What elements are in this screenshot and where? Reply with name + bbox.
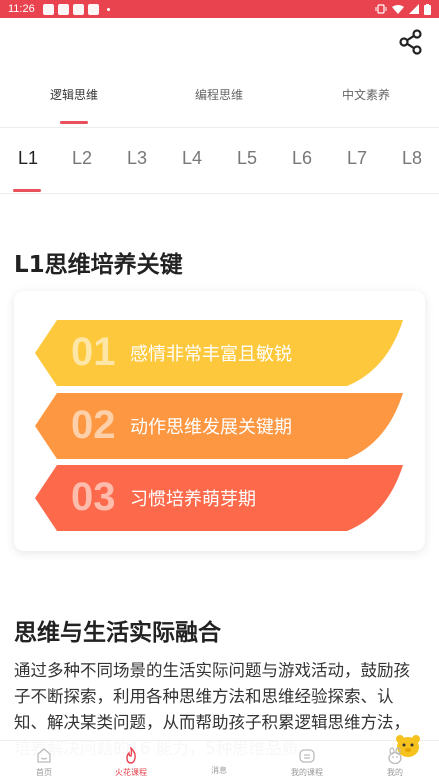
nav-messages[interactable]: 消息 (189, 735, 420, 776)
nav-label: 首页 (36, 768, 52, 777)
category-tabs: 逻辑思维 编程思维 中文素养 (0, 86, 439, 126)
key-points-card: 01 感情非常丰富且敏锐 02 动作思维发展关键期 03 习惯培养萌芽期 (14, 291, 425, 551)
nav-profile[interactable]: 我的 (365, 741, 425, 778)
nav-home[interactable]: 首页 (14, 741, 74, 778)
ribbon-fill (35, 393, 403, 459)
notification-icon (72, 3, 84, 15)
notification-icon (87, 3, 99, 15)
level-tab-l4[interactable]: L4 (172, 148, 212, 169)
notification-icon (42, 3, 54, 15)
level-tab-l8[interactable]: L8 (392, 148, 432, 169)
key-point-item: 03 习惯培养萌芽期 (35, 465, 403, 531)
tab-programming-thinking[interactable]: 编程思维 (169, 86, 269, 103)
tab-chinese-literacy[interactable]: 中文素养 (316, 86, 416, 103)
tab-indicator (60, 121, 88, 124)
level-tabs: L1 L2 L3 L4 L5 L6 L7 L8 (0, 148, 439, 192)
section-title: 思维与生活实际融合 (14, 620, 221, 646)
ribbon-shape (35, 320, 403, 386)
nav-label: 消息 (211, 766, 227, 775)
level-label: L4 (181, 148, 203, 168)
key-point-item: 01 感情非常丰富且敏锐 (35, 320, 403, 386)
home-icon (37, 748, 51, 763)
divider (0, 127, 439, 128)
key-point-number: 01 (71, 330, 116, 374)
nav-spark-courses[interactable]: 火花课程 (101, 741, 161, 778)
level-label: L7 (346, 148, 368, 168)
level-label: L2 (71, 148, 93, 168)
key-point-text: 感情非常丰富且敏锐 (130, 344, 292, 365)
nav-label: 火花课程 (115, 768, 147, 777)
level-label: L5 (236, 148, 258, 168)
level-tab-l6[interactable]: L6 (282, 148, 322, 169)
level-indicator (13, 189, 41, 192)
level-label: L1 (17, 148, 39, 168)
notification-dot-icon (106, 7, 110, 11)
key-point-text: 动作思维发展关键期 (130, 417, 292, 438)
flame-icon (126, 747, 136, 764)
bottom-nav: 首页 火花课程 消息 我的课程 我的 (0, 735, 439, 782)
battery-icon (424, 3, 431, 15)
my-course-icon (299, 749, 315, 763)
ribbon-fill (35, 320, 403, 386)
vibrate-icon (375, 4, 387, 14)
tab-label: 逻辑思维 (49, 88, 98, 102)
key-point-text: 习惯培养萌芽期 (130, 489, 256, 510)
signal-icon (409, 4, 419, 14)
level-tab-l2[interactable]: L2 (62, 148, 102, 169)
wifi-icon (392, 5, 404, 14)
divider (0, 193, 439, 194)
ribbon-fill (35, 465, 403, 531)
ribbon-shape (35, 465, 403, 531)
tab-label: 编程思维 (194, 88, 243, 102)
level-tab-l7[interactable]: L7 (337, 148, 377, 169)
bear-mascot-icon (396, 735, 420, 757)
share-button[interactable] (397, 28, 425, 56)
section-title: L1思维培养关键 (14, 252, 183, 278)
status-bar: 11:26 (0, 0, 439, 18)
level-label: L3 (126, 148, 148, 168)
tab-logic-thinking[interactable]: 逻辑思维 (24, 86, 124, 124)
share-icon (399, 29, 422, 55)
level-tab-l3[interactable]: L3 (117, 148, 157, 169)
status-time: 11:26 (8, 3, 35, 15)
key-point-number: 03 (71, 475, 116, 519)
key-point-item: 02 动作思维发展关键期 (35, 393, 403, 459)
level-tab-l5[interactable]: L5 (227, 148, 267, 169)
notification-icon (57, 3, 69, 15)
tab-label: 中文素养 (341, 88, 390, 102)
nav-label: 我的 (387, 768, 403, 777)
level-label: L6 (291, 148, 313, 168)
key-point-number: 02 (71, 403, 116, 447)
nav-label: 我的课程 (291, 768, 323, 777)
nav-my-courses[interactable]: 我的课程 (277, 741, 337, 778)
level-label: L8 (401, 148, 423, 168)
status-icons (375, 3, 431, 15)
profile-icon (388, 747, 402, 765)
level-tab-l1[interactable]: L1 (8, 148, 48, 192)
ribbon-shape (35, 393, 403, 459)
